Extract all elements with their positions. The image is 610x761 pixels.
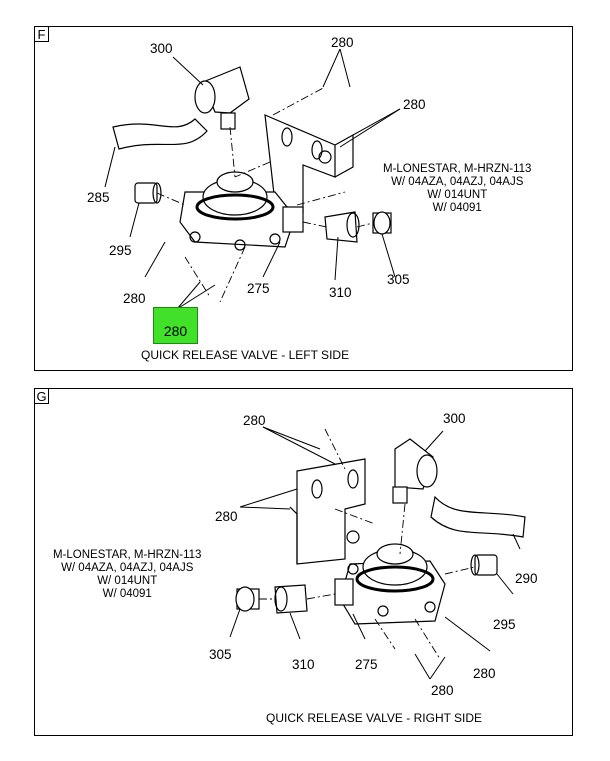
callout-300: 300 (443, 411, 466, 426)
adapter-310 (324, 211, 360, 243)
callout-290: 290 (515, 571, 538, 586)
note-line: W/ 04AZA, 04AZJ, 04AJS (391, 176, 524, 188)
applicability-notes: M-LONESTAR, M-HRZN-113 W/ 04AZA, 04AZJ, … (53, 549, 201, 601)
exploded-view-left (104, 48, 401, 310)
exploded-view-right (229, 426, 526, 680)
valve-body-275 (334, 543, 446, 625)
callout-280-fastener-right: 280 (473, 666, 496, 681)
note-line: M-LONESTAR, M-HRZN-113 (383, 163, 532, 175)
panel-g: G (34, 388, 573, 736)
callout-295: 295 (493, 617, 516, 632)
callout-275: 275 (355, 657, 378, 672)
note-line: W/ 04AZA, 04AZJ, 04AJS (61, 562, 194, 574)
callout-305: 305 (209, 647, 232, 662)
note-line: M-LONESTAR, M-HRZN-113 (53, 549, 202, 561)
mounting-bracket (296, 458, 366, 565)
panel-letter: G (34, 388, 49, 404)
panel-caption: QUICK RELEASE VALVE - RIGHT SIDE (266, 711, 483, 725)
panel-letter: F (34, 26, 49, 42)
callout-280-highlighted[interactable]: 280 (153, 307, 198, 344)
callout-275: 275 (247, 281, 270, 296)
callout-300: 300 (150, 41, 173, 56)
callout-295: 295 (109, 243, 132, 258)
hose-290 (430, 495, 526, 538)
elbow-fitting-300 (392, 438, 438, 504)
note-line: W/ 014UNT (427, 189, 488, 201)
callout-285: 285 (87, 190, 110, 205)
hose-285 (112, 118, 208, 150)
callout-280-fasteners-bottom: 280 (431, 683, 454, 698)
callout-280-fastener-left: 280 (123, 291, 146, 306)
callout-305: 305 (387, 272, 410, 287)
elbow-fitting-300 (194, 66, 250, 130)
connector-305 (372, 211, 392, 235)
callout-280-brackets-top: 280 (243, 413, 266, 428)
panel-caption: QUICK RELEASE VALVE - LEFT SIDE (141, 348, 350, 362)
plug-295 (470, 554, 498, 576)
callout-280-brackets-top: 280 (331, 35, 354, 50)
callout-280-brackets-right: 280 (403, 97, 426, 112)
note-line: W/ 04091 (102, 588, 152, 600)
panel-f: F (34, 26, 573, 371)
applicability-notes: M-LONESTAR, M-HRZN-113 W/ 04AZA, 04AZJ, … (383, 163, 531, 215)
valve-body-275 (179, 171, 304, 251)
callout-310: 310 (329, 285, 352, 300)
callout-310: 310 (292, 657, 315, 672)
adapter-310 (274, 584, 308, 614)
note-line: W/ 04091 (432, 202, 482, 214)
note-line: W/ 014UNT (97, 575, 158, 587)
callout-280-brackets-left: 280 (215, 509, 238, 524)
connector-305 (235, 586, 260, 612)
